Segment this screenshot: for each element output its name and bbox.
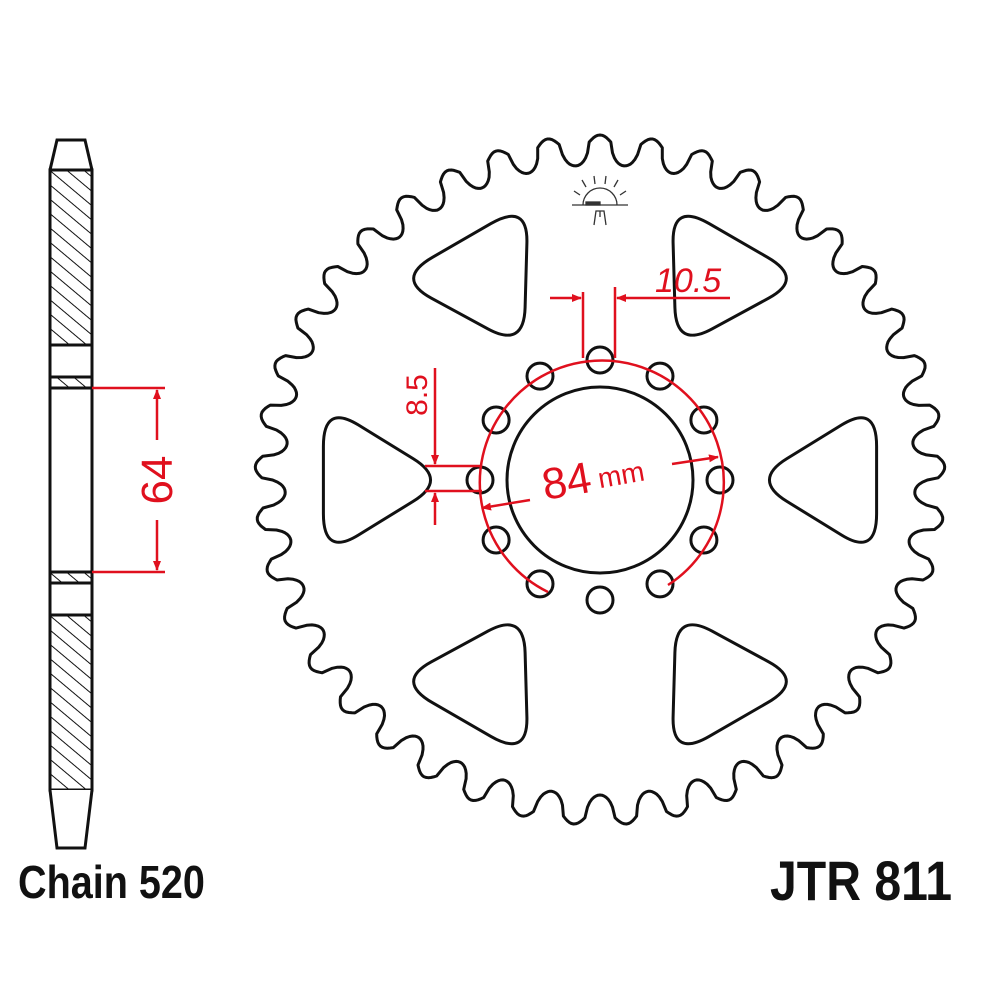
pcd-label: 84 mm <box>538 453 647 510</box>
profile-hatch-bottom <box>48 613 94 792</box>
bolt-hole <box>705 465 735 495</box>
profile-top-chamfer <box>48 138 94 171</box>
lightening-hole <box>412 214 529 337</box>
pcd-arc <box>478 359 726 594</box>
brand-logo-icon <box>572 175 628 226</box>
pcd-arrow-right <box>671 454 719 466</box>
center-bore <box>505 385 695 575</box>
pcd-value: 84 <box>538 453 595 510</box>
lightening-holes <box>321 214 879 746</box>
dimension-64-label: 64 <box>133 456 182 505</box>
dimension-10-5-label: 10.5 <box>655 262 721 300</box>
lightening-hole <box>671 214 788 337</box>
profile-gap-bottom <box>48 581 94 617</box>
lightening-hole <box>671 623 788 746</box>
profile-hatch-hub-top <box>48 375 94 390</box>
dimension-64 <box>92 386 165 574</box>
lightening-hole <box>321 416 432 544</box>
lightening-hole <box>768 416 879 544</box>
chain-label: Chain 520 <box>18 856 205 908</box>
bolt-hole <box>585 585 615 615</box>
profile-gap-top <box>48 343 94 379</box>
profile-bore <box>48 386 94 574</box>
part-number-label: JTR 811 <box>770 849 953 912</box>
profile-hatch-hub-bottom <box>48 570 94 585</box>
bolt-hole <box>645 569 675 599</box>
pcd-arrow-left <box>481 498 531 511</box>
bolt-hole <box>689 525 719 555</box>
sprocket-teeth-outline <box>253 133 947 826</box>
profile-bottom-chamfer <box>48 789 94 850</box>
bolt-hole <box>525 569 555 599</box>
side-profile <box>48 138 94 850</box>
lightening-hole <box>412 623 529 746</box>
bolt-hole <box>689 405 719 435</box>
dimension-8-5-label: 8.5 <box>401 374 434 416</box>
dimension-annotations <box>425 287 730 594</box>
bolt-hole <box>481 525 511 555</box>
profile-hatch-top <box>48 168 94 347</box>
